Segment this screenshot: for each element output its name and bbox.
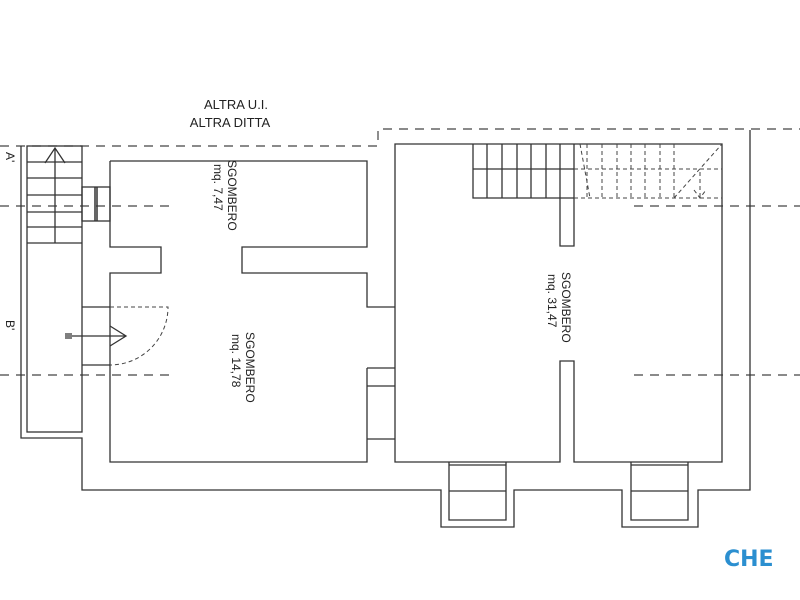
svg-text:mq. 14,78: mq. 14,78 bbox=[229, 334, 243, 388]
section-marker-a: A' bbox=[3, 152, 17, 162]
svg-text:mq. 31,47: mq. 31,47 bbox=[545, 274, 559, 328]
logo: CHE bbox=[724, 547, 774, 572]
boundary-lines bbox=[0, 128, 800, 376]
outer-walls bbox=[20, 130, 751, 528]
room-label-2: SGOMBERO mq. 14,78 bbox=[229, 332, 257, 403]
svg-text:SGOMBERO: SGOMBERO bbox=[559, 272, 573, 343]
section-marker-b: B' bbox=[3, 320, 17, 330]
room-label-1: SGOMBERO mq. 7,47 bbox=[211, 160, 239, 231]
door-swing bbox=[109, 306, 169, 366]
svg-text:mq. 7,47: mq. 7,47 bbox=[211, 164, 225, 211]
stair-up-arrow-icon bbox=[44, 146, 66, 243]
svg-text:SGOMBERO: SGOMBERO bbox=[225, 160, 239, 231]
neighbor-unit-label: ALTRA U.I. bbox=[204, 97, 268, 112]
entrance-arrow-icon bbox=[65, 325, 128, 347]
neighbor-owner-label: ALTRA DITTA bbox=[190, 115, 271, 130]
room-right-walls bbox=[394, 143, 723, 521]
window bbox=[81, 186, 111, 222]
room-label-3: SGOMBERO mq. 31,47 bbox=[545, 272, 573, 343]
svg-text:SGOMBERO: SGOMBERO bbox=[243, 332, 257, 403]
rooms-left-walls bbox=[65, 160, 395, 463]
left-staircase bbox=[26, 145, 83, 433]
